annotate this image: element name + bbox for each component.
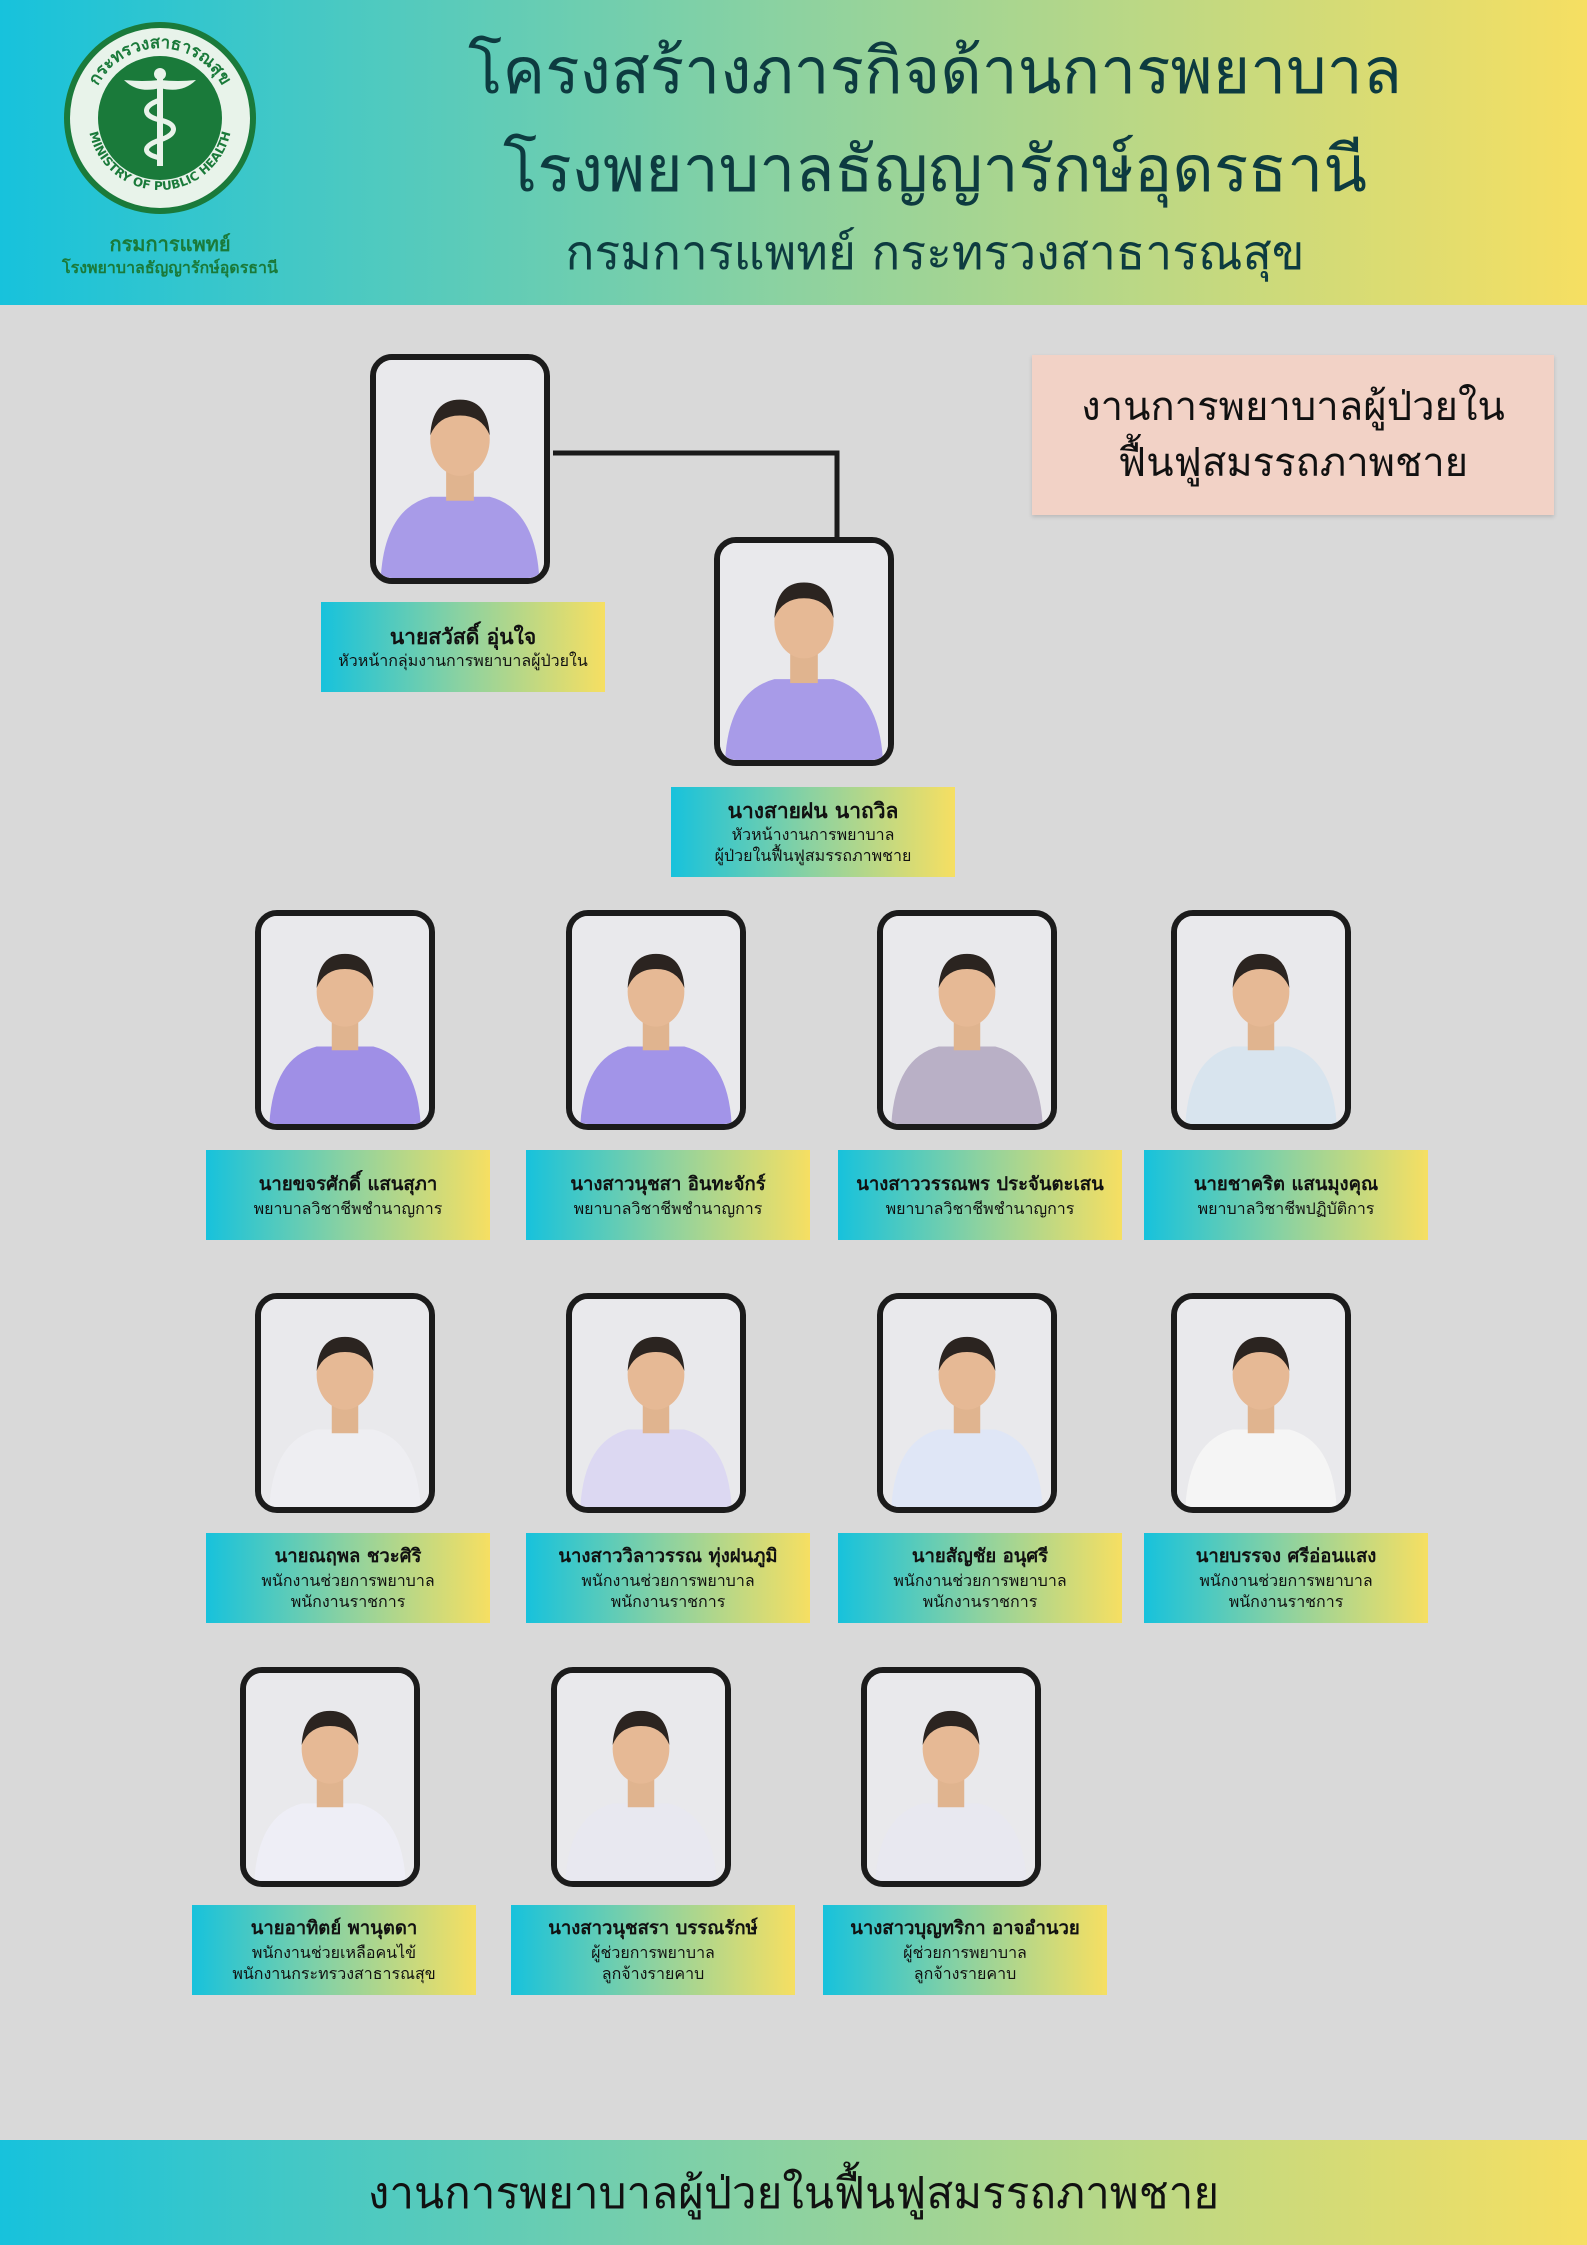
- photo-staff: [1171, 910, 1351, 1130]
- photo-staff: [566, 910, 746, 1130]
- photo-staff: [1171, 1293, 1351, 1513]
- name-card-assistant: นางสายฝน นาถวิล หัวหน้างานการพยาบาล ผู้ป…: [671, 787, 955, 877]
- department-note: งานการพยาบาลผู้ป่วยใน ฟื้นฟูสมรรถภาพชาย: [1032, 355, 1554, 515]
- photo-head: [370, 354, 550, 584]
- logo-caption-department: กรมการแพทย์: [109, 232, 231, 256]
- photo-staff: [240, 1667, 420, 1887]
- footer-banner: งานการพยาบาลผู้ป่วยในฟื้นฟูสมรรถภาพชาย: [0, 2140, 1587, 2245]
- person-role-line2: พนักงานราชการ: [610, 1592, 726, 1611]
- name-card: นายอาทิตย์ พานุตดา พนักงานช่วยเหลือคนไข้…: [192, 1905, 476, 1995]
- name-card: นางสาวนุชสา อินทะจักร์ พยาบาลวิชาชีพชำนา…: [526, 1150, 810, 1240]
- person-name: นางสาววิลาวรรณ ทุ่งฝนภูมิ: [558, 1546, 778, 1567]
- person-role-line2: พนักงานกระทรวงสาธารณสุข: [232, 1964, 436, 1983]
- portrait-silhouette-icon: [557, 1673, 725, 1881]
- department-line1: งานการพยาบาลผู้ป่วยใน: [1081, 384, 1505, 430]
- photo-assistant: [714, 537, 894, 766]
- person-role-line2: พนักงานราชการ: [1228, 1592, 1344, 1611]
- page-subtitle-ministry: กรมการแพทย์ กระทรวงสาธารณสุข: [565, 225, 1305, 281]
- person-role: พนักงานช่วยเหลือคนไข้: [251, 1943, 417, 1962]
- name-card-head: นายสวัสดิ์ อุ่นใจ หัวหน้ากลุ่มงานการพยาบ…: [321, 602, 605, 692]
- photo-staff: [255, 910, 435, 1130]
- portrait-silhouette-icon: [572, 1299, 740, 1507]
- portrait-silhouette-icon: [261, 1299, 429, 1507]
- name-card: นายบรรจง ศรีอ่อนแสง พนักงานช่วยการพยาบาล…: [1144, 1533, 1428, 1623]
- name-card: นางสาววิลาวรรณ ทุ่งฝนภูมิ พนักงานช่วยการ…: [526, 1533, 810, 1623]
- page-title: โครงสร้างภารกิจด้านการพยาบาล: [468, 35, 1402, 109]
- person-name: นางสาวบุญทริกา อาจอำนวย: [850, 1918, 1080, 1939]
- person-role: พนักงานช่วยการพยาบาล: [1199, 1571, 1373, 1590]
- photo-staff: [861, 1667, 1041, 1887]
- person-role: หัวหน้ากลุ่มงานการพยาบาลผู้ป่วยใน: [338, 650, 588, 670]
- person-name: นายสัญชัย อนุศรี: [911, 1546, 1049, 1567]
- person-name: นางสายฝน นาถวิล: [727, 799, 899, 823]
- portrait-silhouette-icon: [261, 916, 429, 1124]
- page-subtitle-hospital: โรงพยาบาลธัญญารักษ์อุดรธานี: [503, 133, 1367, 207]
- person-role-line2: พนักงานราชการ: [922, 1592, 1038, 1611]
- person-role-line2: ลูกจ้างรายคาบ: [913, 1964, 1017, 1983]
- person-role-line2: ลูกจ้างรายคาบ: [601, 1964, 705, 1983]
- photo-staff: [566, 1293, 746, 1513]
- person-role-line2: ผู้ป่วยในฟื้นฟูสมรรถภาพชาย: [714, 846, 912, 865]
- name-card: นายชาคริต แสนมุงคุณ พยาบาลวิชาชีพปฏิบัติ…: [1144, 1150, 1428, 1240]
- person-role: พนักงานช่วยการพยาบาล: [893, 1571, 1067, 1590]
- portrait-silhouette-icon: [867, 1673, 1035, 1881]
- photo-staff: [877, 910, 1057, 1130]
- name-card: นายณฤพล ชวะศิริ พนักงานช่วยการพยาบาล พนั…: [206, 1533, 490, 1623]
- portrait-silhouette-icon: [883, 1299, 1051, 1507]
- person-role-line2: พนักงานราชการ: [290, 1592, 406, 1611]
- department-line2: ฟื้นฟูสมรรถภาพชาย: [1117, 440, 1469, 486]
- person-role: ผู้ช่วยการพยาบาล: [591, 1943, 715, 1962]
- person-role: ผู้ช่วยการพยาบาล: [903, 1943, 1027, 1962]
- person-role: พยาบาลวิชาชีพชำนาญการ: [885, 1198, 1075, 1218]
- name-card: นางสาววรรณพร ประจันตะเสน พยาบาลวิชาชีพชำ…: [838, 1150, 1122, 1240]
- person-name: นางสาวนุชสรา บรรณรักษ์: [548, 1918, 758, 1939]
- footer-text: งานการพยาบาลผู้ป่วยในฟื้นฟูสมรรถภาพชาย: [367, 2167, 1220, 2219]
- name-card: นายขจรศักดิ์ แสนสุภา พยาบาลวิชาชีพชำนาญก…: [206, 1150, 490, 1240]
- person-name: นายบรรจง ศรีอ่อนแสง: [1195, 1546, 1377, 1567]
- person-role: หัวหน้างานการพยาบาล: [731, 825, 895, 844]
- photo-staff: [255, 1293, 435, 1513]
- portrait-silhouette-icon: [1177, 1299, 1345, 1507]
- portrait-silhouette-icon: [1177, 916, 1345, 1124]
- person-role: พยาบาลวิชาชีพชำนาญการ: [573, 1198, 763, 1218]
- person-name: นางสาววรรณพร ประจันตะเสน: [856, 1173, 1104, 1195]
- person-name: นายอาทิตย์ พานุตดา: [250, 1918, 418, 1939]
- person-name: นายขจรศักดิ์ แสนสุภา: [258, 1173, 438, 1195]
- person-role: พนักงานช่วยการพยาบาล: [261, 1571, 435, 1590]
- person-role: พนักงานช่วยการพยาบาล: [581, 1571, 755, 1590]
- person-role: พยาบาลวิชาชีพปฏิบัติการ: [1197, 1198, 1375, 1218]
- ministry-seal-icon: กระทรวงสาธารณสุข MINISTRY OF PUBLIC HEAL…: [64, 22, 256, 214]
- portrait-silhouette-icon: [720, 543, 888, 760]
- portrait-silhouette-icon: [246, 1673, 414, 1881]
- portrait-silhouette-icon: [883, 916, 1051, 1124]
- logo-caption-hospital: โรงพยาบาลธัญญารักษ์อุดรธานี: [62, 258, 278, 277]
- portrait-silhouette-icon: [572, 916, 740, 1124]
- photo-staff: [551, 1667, 731, 1887]
- person-name: นายชาคริต แสนมุงคุณ: [1193, 1173, 1379, 1195]
- name-card: นางสาวบุญทริกา อาจอำนวย ผู้ช่วยการพยาบาล…: [823, 1905, 1107, 1995]
- person-role: พยาบาลวิชาชีพชำนาญการ: [253, 1198, 443, 1218]
- person-name: นางสาวนุชสา อินทะจักร์: [570, 1173, 766, 1195]
- person-name: นายสวัสดิ์ อุ่นใจ: [389, 624, 537, 649]
- header-banner: กระทรวงสาธารณสุข MINISTRY OF PUBLIC HEAL…: [0, 0, 1587, 305]
- photo-staff: [877, 1293, 1057, 1513]
- name-card: นายสัญชัย อนุศรี พนักงานช่วยการพยาบาล พน…: [838, 1533, 1122, 1623]
- person-name: นายณฤพล ชวะศิริ: [274, 1546, 422, 1567]
- portrait-silhouette-icon: [376, 360, 544, 578]
- name-card: นางสาวนุชสรา บรรณรักษ์ ผู้ช่วยการพยาบาล …: [511, 1905, 795, 1995]
- ministry-logo: กระทรวงสาธารณสุข MINISTRY OF PUBLIC HEAL…: [60, 18, 260, 218]
